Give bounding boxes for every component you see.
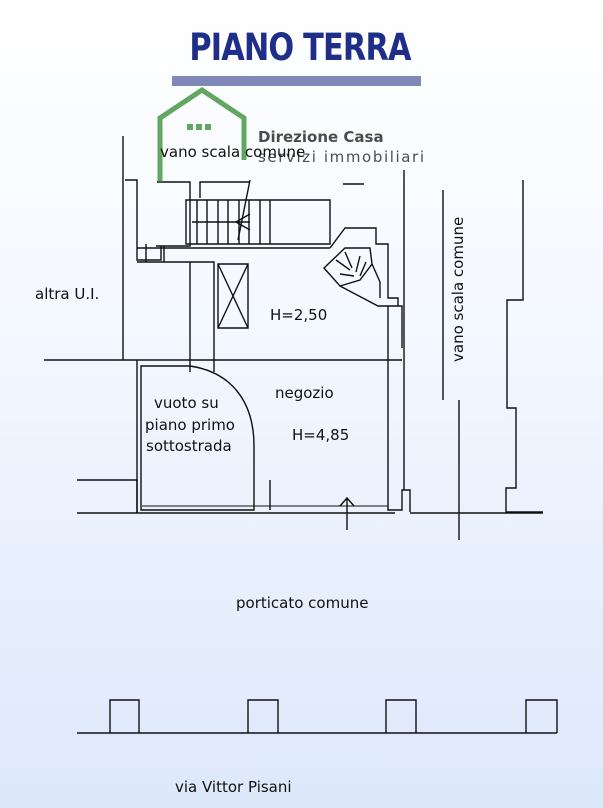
label-height-upper: H=2,50 xyxy=(270,306,327,324)
lower-room-right-wall xyxy=(387,306,411,512)
label-vuoto-line1: vuoto su xyxy=(154,394,219,412)
left-wall-lower xyxy=(77,479,138,513)
entrance-arrow xyxy=(339,496,355,530)
spiral-stair xyxy=(323,247,373,287)
house-icon xyxy=(157,86,247,182)
label-street: via Vittor Pisani xyxy=(175,778,292,796)
page-title: PIANO TERRA xyxy=(189,26,411,69)
watermark-brand: Direzione Casa xyxy=(258,128,384,146)
label-negozio: negozio xyxy=(275,384,334,402)
left-wall-upper xyxy=(125,179,162,261)
label-vuoto-line3: sottostrada xyxy=(146,437,232,455)
column-1 xyxy=(109,699,140,733)
column-3 xyxy=(385,699,417,733)
label-vuoto-line2: piano primo xyxy=(145,416,235,434)
stair-frame xyxy=(156,181,191,247)
column-2 xyxy=(247,699,279,733)
column-4 xyxy=(525,699,558,733)
label-height-lower: H=4,85 xyxy=(292,426,349,444)
label-porticato: porticato comune xyxy=(236,594,368,612)
vuoto-area xyxy=(140,365,255,511)
label-altra-ui: altra U.I. xyxy=(35,285,99,303)
title-underline xyxy=(172,76,421,86)
right-building-wall xyxy=(505,180,543,513)
stair-flight xyxy=(185,199,331,245)
watermark-tagline: servizi immobiliari xyxy=(258,148,426,166)
label-vano-scala-right: vano scala comune xyxy=(449,217,467,362)
label-vano-scala-top: vano scala comune xyxy=(160,143,305,161)
watermark-logo: Direzione Casa servizi immobiliari xyxy=(157,86,426,182)
